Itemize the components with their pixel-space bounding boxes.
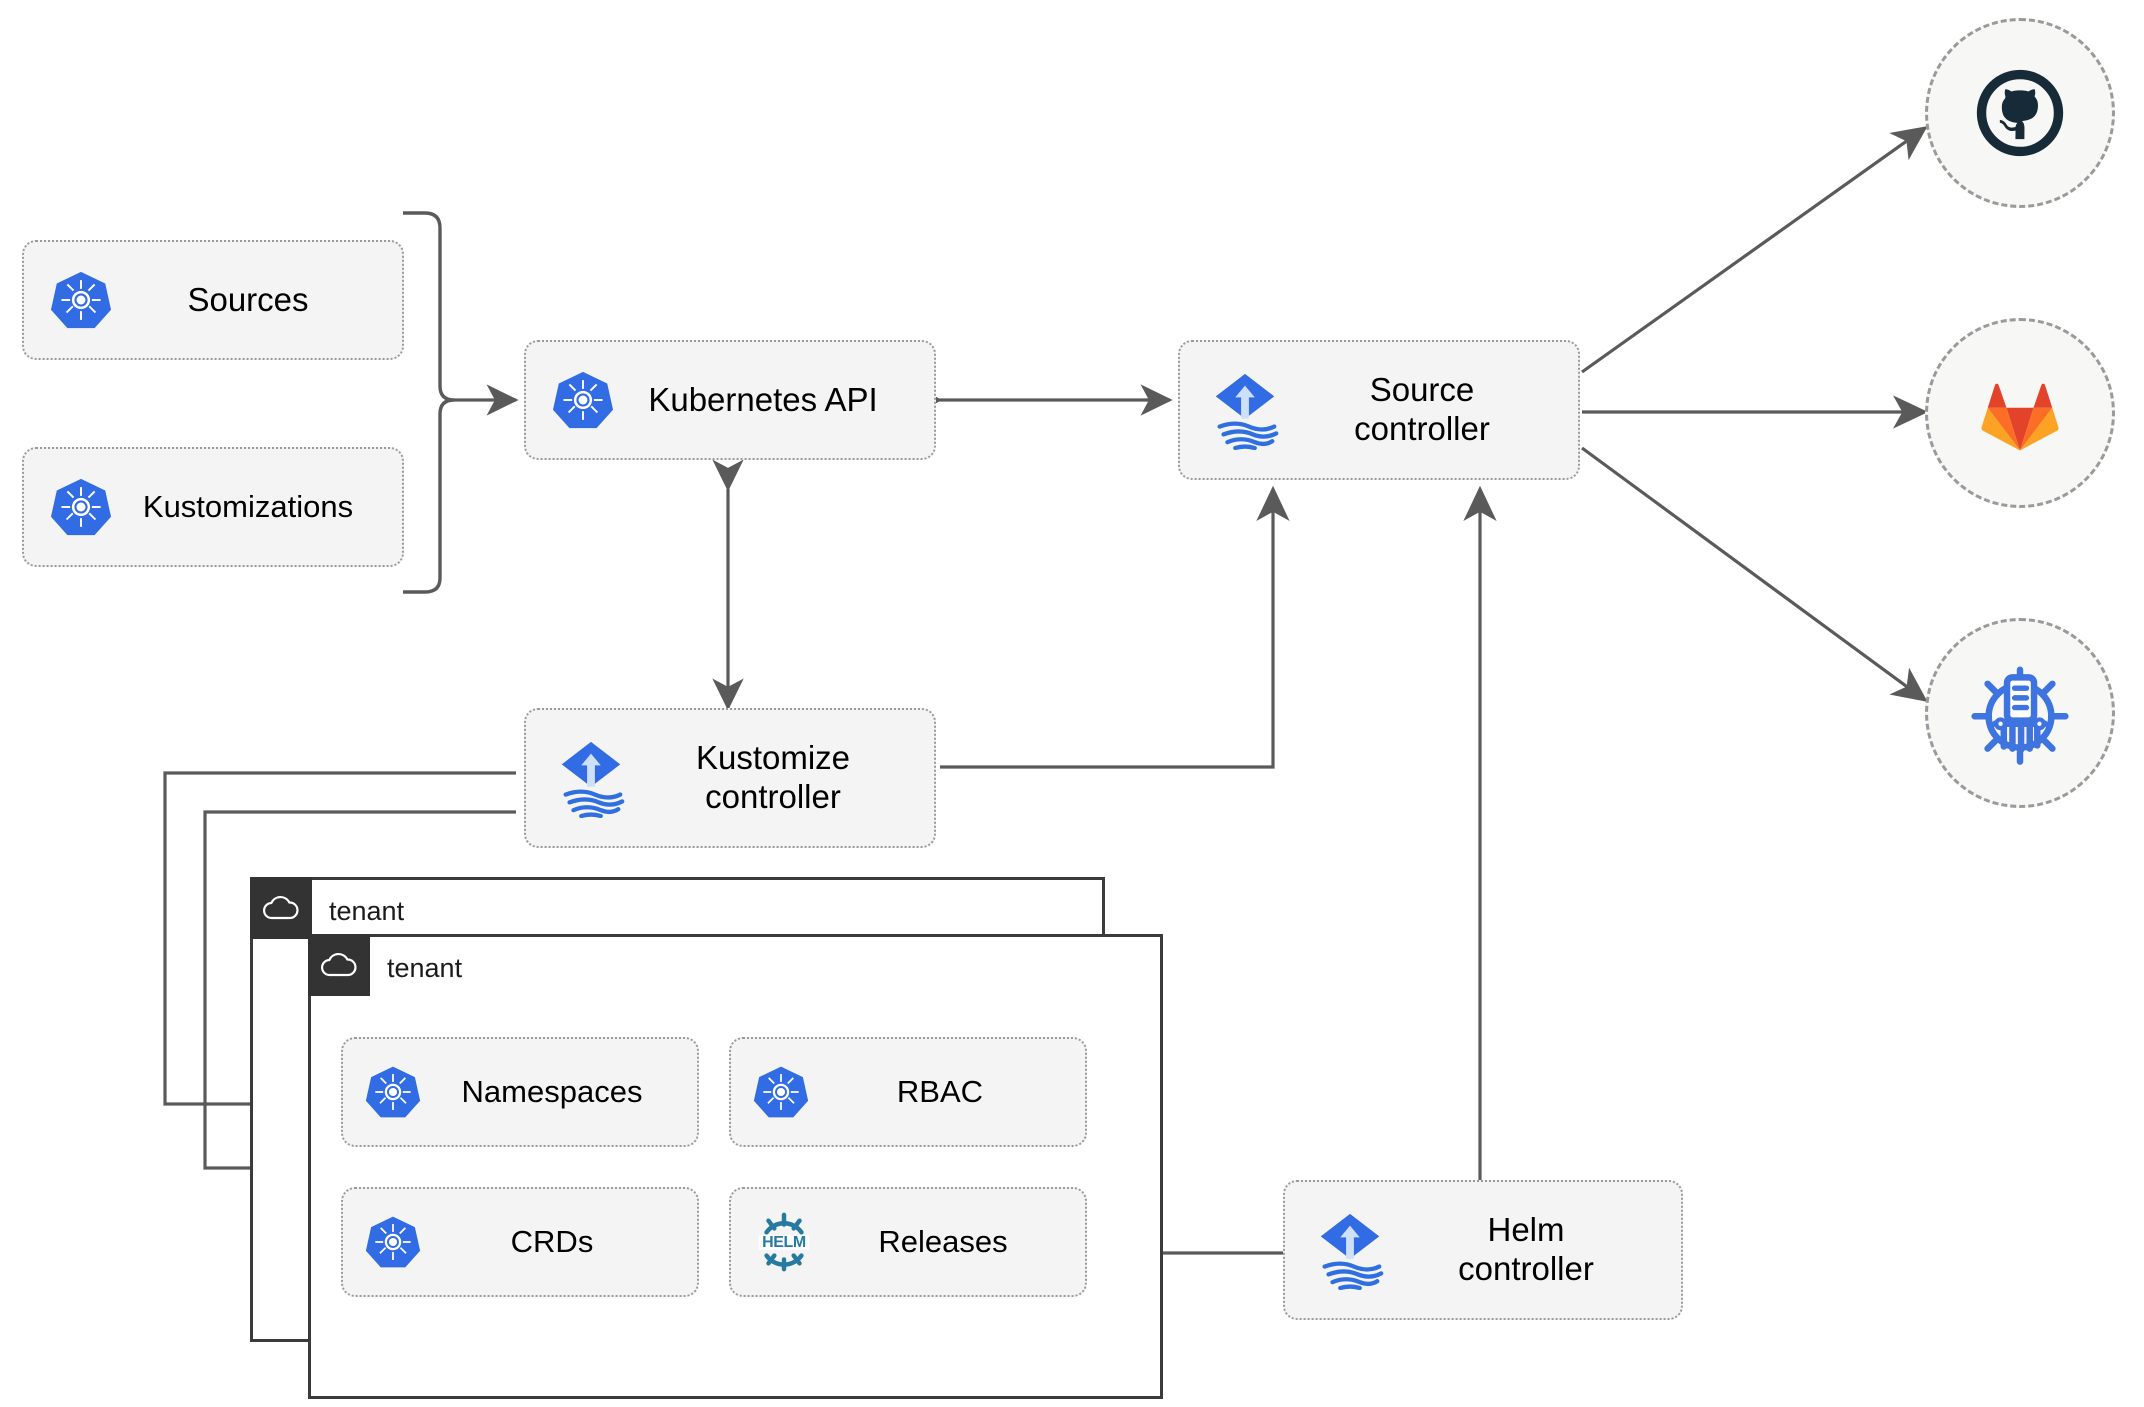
tenant-label: tenant <box>387 953 463 983</box>
resource-label: Namespaces <box>461 1073 643 1109</box>
repo-gitlab[interactable] <box>1925 318 2115 508</box>
resource-crds[interactable]: CRDs <box>341 1187 699 1297</box>
node-label: Sources <box>187 280 309 318</box>
resource-label: CRDs <box>510 1223 594 1259</box>
node-label: Source controller <box>1354 371 1490 447</box>
gitlab-icon <box>1981 383 2059 451</box>
kubernetes-icon <box>50 269 112 331</box>
node-label: Kustomize controller <box>695 739 851 815</box>
tenant-label: tenant <box>329 896 405 926</box>
tenant-container-inner[interactable]: tenant Namespa <box>308 934 1163 1399</box>
resource-rbac[interactable]: RBAC <box>729 1037 1087 1147</box>
repo-oci-registry[interactable] <box>1925 618 2115 808</box>
flux-icon <box>1206 370 1284 450</box>
kubernetes-icon <box>365 1064 421 1120</box>
helm-icon: HELM <box>753 1211 815 1273</box>
flux-icon <box>552 738 630 818</box>
node-kubernetes-api[interactable]: Kubernetes API <box>524 340 936 460</box>
resource-namespaces[interactable]: Namespaces <box>341 1037 699 1147</box>
kubernetes-icon <box>753 1064 809 1120</box>
repo-github[interactable] <box>1925 18 2115 208</box>
github-icon <box>1976 69 2064 157</box>
flux-icon <box>1311 1210 1389 1290</box>
resource-releases[interactable]: HELM Releases <box>729 1187 1087 1297</box>
kubernetes-icon <box>552 369 614 431</box>
node-helm-controller[interactable]: Helm controller <box>1283 1180 1683 1320</box>
node-label: Kustomizations <box>142 488 354 524</box>
node-sources[interactable]: Sources <box>22 240 404 360</box>
svg-text:HELM: HELM <box>762 1234 806 1251</box>
node-label: Helm controller <box>1458 1211 1594 1287</box>
node-label: Kubernetes API <box>648 380 878 418</box>
resource-label: Releases <box>878 1223 1008 1259</box>
kubernetes-icon <box>365 1214 421 1270</box>
node-source-controller[interactable]: Source controller <box>1178 340 1580 480</box>
kubernetes-icon <box>50 476 112 538</box>
resource-label: RBAC <box>896 1073 984 1109</box>
node-kustomize-controller[interactable]: Kustomize controller <box>524 708 936 848</box>
cloud-icon <box>308 934 370 996</box>
cloud-icon <box>250 877 312 939</box>
oci-registry-icon <box>1971 666 2069 765</box>
node-kustomizations[interactable]: Kustomizations <box>22 447 404 567</box>
